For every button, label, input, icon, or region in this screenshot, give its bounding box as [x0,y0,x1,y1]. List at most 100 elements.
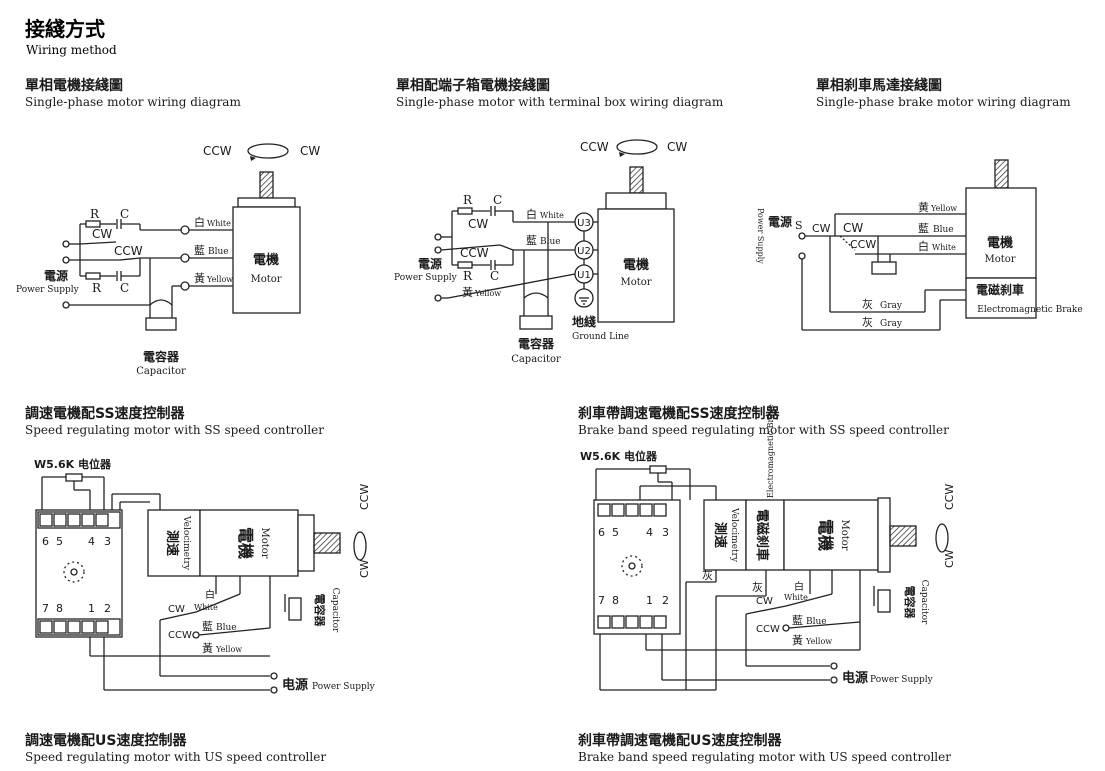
blue-label: 藍 [918,222,929,235]
motor-label-en: Motor [620,277,651,288]
power-label-en: Power Supply [756,208,765,264]
blue-label: 藍 [526,234,537,247]
motor-label: 電機 [253,252,279,268]
blue-label-en: Blue [933,225,954,235]
terminal-3: 3 [104,535,111,548]
power-label-en: Power Supply [312,682,376,692]
capacitor-icon [871,261,897,275]
potentiometer-icon [649,465,667,474]
white-label: 白 [194,215,205,229]
capacitor-icon [288,597,302,621]
terminal-1: 1 [88,602,95,615]
motor-shaft [629,166,644,194]
yellow-label: 黃 [202,642,213,655]
capacitor-icon [145,317,177,331]
terminal-7: 7 [42,602,49,615]
section-title: 調速電機配US速度控制器 [25,732,187,749]
motor-shaft [313,532,341,554]
cw-label: CW [300,144,320,158]
yellow-label: 黃 [792,634,803,647]
motor-body [199,509,299,577]
yellow-label: 黃 [462,286,473,299]
yellow-label-en: Yellow [805,637,832,646]
blue-label-en: Blue [540,237,561,247]
power-label-en: Power Supply [870,675,934,685]
page-title: 接綫方式 [25,17,105,41]
section-ss-controller: 調速電機配SS速度控制器 Speed regulating motor with… [25,405,376,694]
s-label: S [795,219,803,232]
ccw-label: CCW [358,484,371,510]
yellow-label: 黄 [918,200,929,214]
white-label-en: White [784,593,808,602]
u3-label: U3 [577,218,591,229]
power-label: 电源 [842,670,868,686]
terminal-6: 6 [598,526,605,539]
socket-icon [621,555,643,577]
brake-label: 電磁刹車 [976,282,1024,297]
yellow-label-en: Yellow [206,275,233,284]
capacitor-icon [877,589,891,613]
section-subtitle: Speed regulating motor with SS speed con… [25,423,324,437]
motor-body [597,208,675,323]
velocimetry-label-en: Velocimetry [729,507,739,563]
power-label-en: Power Supply [394,273,458,283]
section-brake-motor: 單相刹車馬達接綫圖 Single-phase brake motor wirin… [756,77,1083,331]
gray-label-en: Gray [880,301,903,311]
velocimetry-box [147,509,201,577]
cw-switch-label: CW [92,227,112,241]
capacitor-label: 電容器 [903,586,917,620]
brake-body [965,277,1037,319]
terminal-1: 1 [646,594,653,607]
capacitor-label: 電容器 [143,349,180,364]
brake-body [745,499,785,571]
velocimetry-box [703,499,747,571]
gray-label-2: 灰 [752,580,763,594]
gray-label-en-2: Gray [880,319,903,329]
terminal-7: 7 [598,594,605,607]
brake-label-en: Electromagnetic Brake [977,305,1082,315]
capacitor-c-label-2: C [120,281,129,295]
ss-controller-box [35,509,123,638]
socket-icon [63,561,85,583]
white-label-en: White [540,211,564,220]
section-single-phase: 單相電機接綫圖 Single-phase motor wiring diagra… [16,77,320,377]
cw-label: CW [358,559,371,578]
section-title: 刹車帶調速電機配US速度控制器 [578,732,782,749]
cw-switch-label: CW [168,604,185,615]
capacitor-c-label: C [493,193,502,207]
cw-switch-label: CW [756,596,773,607]
section-title: 單相刹車馬達接綫圖 [816,77,942,94]
power-label-en: Power Supply [16,285,80,295]
section-subtitle: Brake band speed regulating motor with S… [578,423,949,437]
capacitor-label: 電容器 [313,594,327,628]
ccw-label: CCW [850,238,876,251]
section-title: 調速電機配SS速度控制器 [25,405,186,422]
potentiometer-icon [65,473,83,482]
power-label: 电源 [282,677,308,693]
power-label: 電源 [768,214,792,229]
section-subtitle: Speed regulating motor with US speed con… [25,750,326,764]
section-title: 刹車帶調速電機配SS速度控制器 [578,405,781,422]
yellow-label-en: Yellow [215,645,242,654]
white-label-en: White [932,243,956,252]
terminal-yellow [180,281,190,291]
motor-label-en: Motor [839,519,850,550]
capacitor-label-en: Capacitor [511,354,561,365]
resistor-icon [457,207,473,215]
terminal-4: 4 [646,526,653,539]
resistor-label-2: R [463,269,473,283]
section-subtitle: Single-phase motor with terminal box wir… [396,95,724,109]
capacitor-label: 電容器 [518,336,555,351]
motor-shaft [889,525,917,547]
rotation-arrow-icon [353,531,367,561]
motor-body [232,206,301,314]
ccw-label: CCW [580,140,609,154]
motor-label: 電機 [236,527,255,559]
u1-label: U1 [577,270,591,281]
gray-label: 灰 [862,297,873,311]
capacitor-c-label: C [120,207,129,221]
capacitor-label-en: Capacitor [330,588,340,633]
terminal-2: 2 [662,594,669,607]
motor-label-en: Motor [259,527,270,558]
